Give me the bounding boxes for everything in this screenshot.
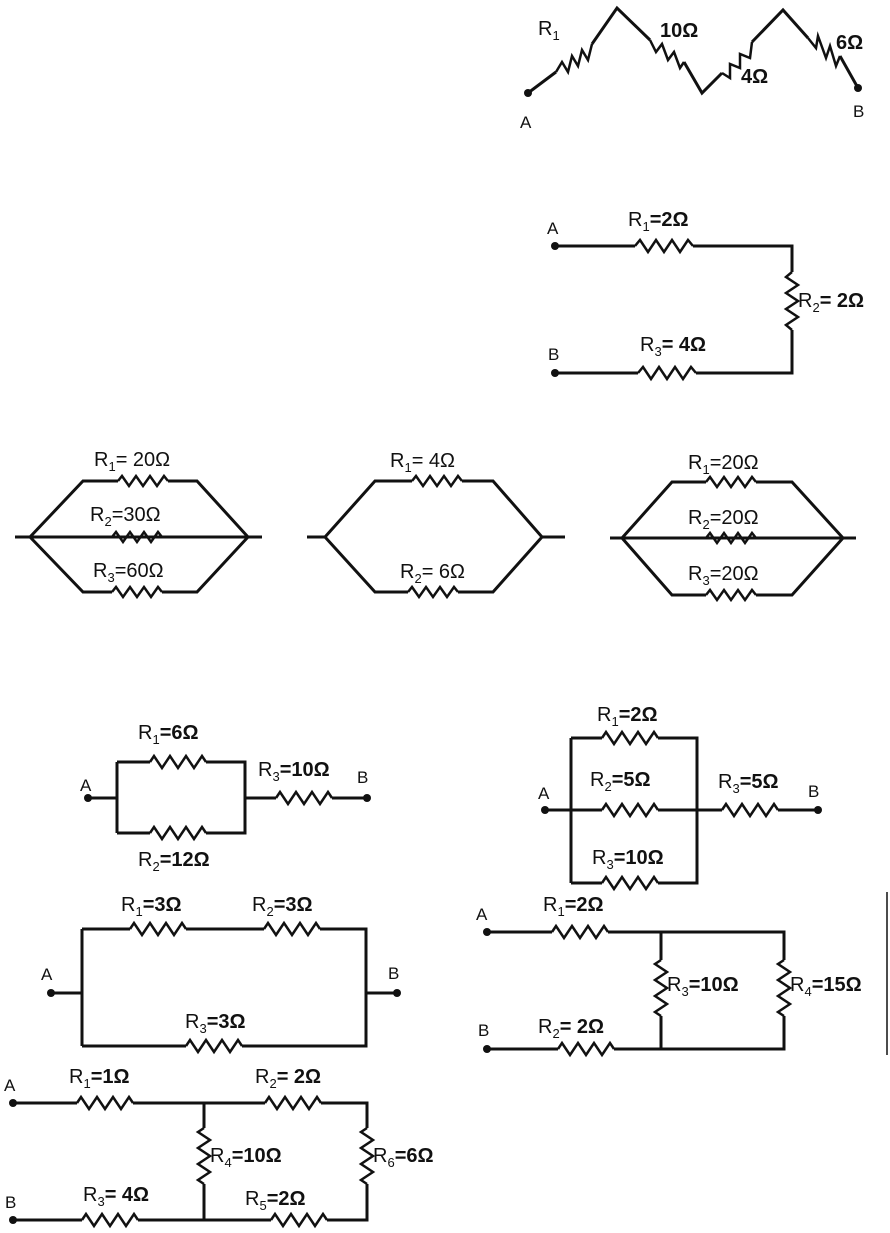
resistor-label: R6=6Ω — [373, 1145, 434, 1170]
resistor-label: R3=10Ω — [258, 759, 330, 784]
terminal-a — [541, 806, 549, 814]
circuit-8: R1=3Ω R2=3Ω R3=3Ω A B — [41, 894, 401, 1052]
resistor-label: R4=15Ω — [790, 974, 862, 999]
resistor-label: R2= 2Ω — [255, 1066, 321, 1091]
resistor-label: R2=12Ω — [138, 849, 210, 874]
resistor-label: R3= 4Ω — [640, 334, 706, 359]
resistor-label: R1=20Ω — [688, 452, 759, 477]
terminal-a — [483, 928, 491, 936]
resistor-label: R3=60Ω — [93, 560, 164, 585]
resistor-value: 4Ω — [741, 66, 768, 88]
terminal-b — [483, 1045, 491, 1053]
resistor-label: R1=1Ω — [69, 1066, 130, 1091]
resistor-label: R1=2Ω — [543, 894, 604, 919]
resistor-label: R2=5Ω — [590, 769, 651, 794]
terminal-label: A — [547, 219, 559, 238]
resistor-label: R4=10Ω — [210, 1145, 282, 1170]
terminal-b — [814, 806, 822, 814]
terminal-b — [393, 989, 401, 997]
terminal-label: B — [388, 964, 399, 983]
resistor-label: R2=20Ω — [688, 507, 759, 532]
circuit-6: R1=6Ω R2=12Ω R3=10Ω A B — [80, 722, 371, 874]
terminal-b — [363, 794, 371, 802]
terminal-label: B — [478, 1021, 489, 1040]
terminal-a — [551, 242, 559, 250]
resistor-label: R3= 4Ω — [83, 1184, 149, 1209]
terminal-label: A — [476, 905, 488, 924]
resistor-label: R2= 2Ω — [538, 1016, 604, 1041]
terminal-label: B — [808, 782, 819, 801]
resistor-label: R3=20Ω — [688, 563, 759, 588]
terminal-a — [9, 1099, 17, 1107]
circuit-9: R1=2Ω R2= 2Ω R3=10Ω R4=15Ω A B — [476, 892, 887, 1055]
circuit-7: R1=2Ω R2=5Ω R3=10Ω R3=5Ω A B — [538, 704, 822, 889]
resistor-label: R1=3Ω — [121, 894, 182, 919]
resistor-label: R5=2Ω — [245, 1188, 306, 1213]
terminal-b — [551, 369, 559, 377]
terminal-label: A — [4, 1076, 16, 1095]
resistor-label: R2= 6Ω — [400, 561, 465, 586]
terminal-label: B — [357, 768, 368, 787]
terminal-a — [84, 794, 92, 802]
resistor-label: R3=10Ω — [592, 847, 664, 872]
circuit-10: R1=1Ω R2= 2Ω R3= 4Ω R4=10Ω R5=2Ω R6=6Ω A… — [4, 1066, 434, 1226]
resistor-label: R3=10Ω — [667, 974, 739, 999]
circuit-2: R1=2Ω R2= 2Ω R3= 4Ω A B — [547, 209, 864, 379]
circuit-1: R1 10Ω 4Ω 6Ω A B — [520, 8, 864, 132]
resistor-label: R2= 2Ω — [798, 290, 864, 315]
circuit-3: R1= 20Ω R2=30Ω R3=60Ω — [15, 449, 262, 597]
terminal-label: A — [41, 965, 53, 984]
terminal-label: A — [538, 784, 550, 803]
resistor-label: R2=30Ω — [90, 504, 161, 529]
resistor-label: R3=5Ω — [718, 771, 779, 796]
terminal-label: B — [853, 102, 864, 121]
resistor-value: 10Ω — [660, 20, 698, 42]
resistor-value: 6Ω — [836, 32, 863, 54]
resistor-label: R3=3Ω — [185, 1011, 246, 1036]
resistor-label: R1 — [538, 18, 560, 43]
circuit-5: R1=20Ω R2=20Ω R3=20Ω — [610, 452, 856, 600]
resistor-label: R1=6Ω — [138, 722, 199, 747]
terminal-a — [524, 89, 532, 97]
terminal-label: B — [5, 1193, 16, 1212]
terminal-label: B — [548, 345, 559, 364]
terminal-label: A — [80, 776, 92, 795]
terminal-b — [9, 1216, 17, 1224]
resistor-label: R2=3Ω — [252, 894, 313, 919]
terminal-b — [854, 84, 862, 92]
resistor-label: R1= 20Ω — [94, 449, 170, 474]
resistor-label: R1= 4Ω — [390, 450, 455, 475]
terminal-label: A — [520, 113, 532, 132]
circuit-4: R1= 4Ω R2= 6Ω — [307, 450, 565, 597]
resistor-label: R1=2Ω — [628, 209, 689, 234]
resistor-label: R1=2Ω — [597, 704, 658, 729]
terminal-a — [47, 989, 55, 997]
